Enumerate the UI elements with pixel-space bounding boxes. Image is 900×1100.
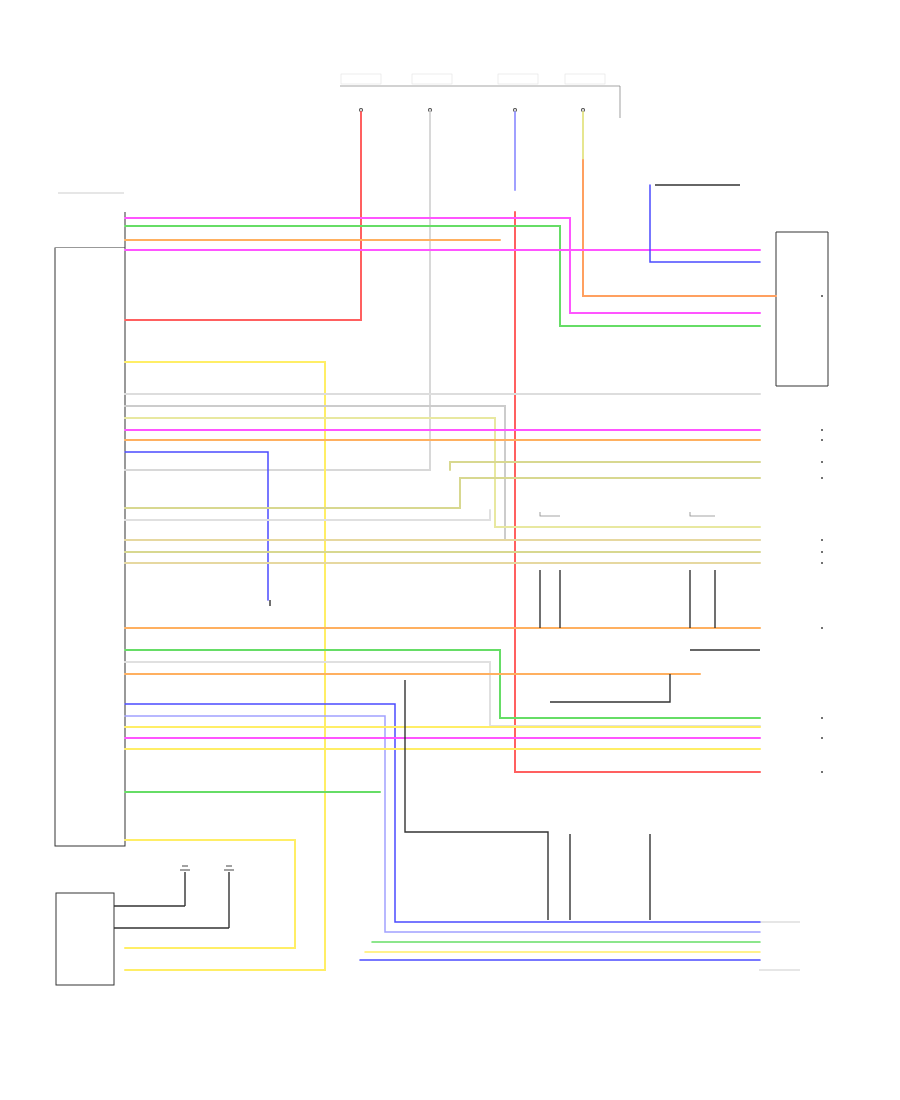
wire-runs (124, 184, 761, 971)
fuse-1 (340, 73, 382, 112)
pin-marks (821, 295, 823, 773)
fuse-2 (411, 73, 453, 112)
ground-details (269, 184, 760, 920)
right-bottom-module (759, 921, 800, 971)
fuse-feeds (124, 111, 777, 773)
antenna-module (55, 865, 234, 986)
fuse-3 (497, 73, 539, 112)
fuse-panel (340, 73, 621, 118)
left-module (54, 192, 126, 847)
fuse-4 (564, 73, 606, 112)
right-top-module (775, 231, 829, 387)
